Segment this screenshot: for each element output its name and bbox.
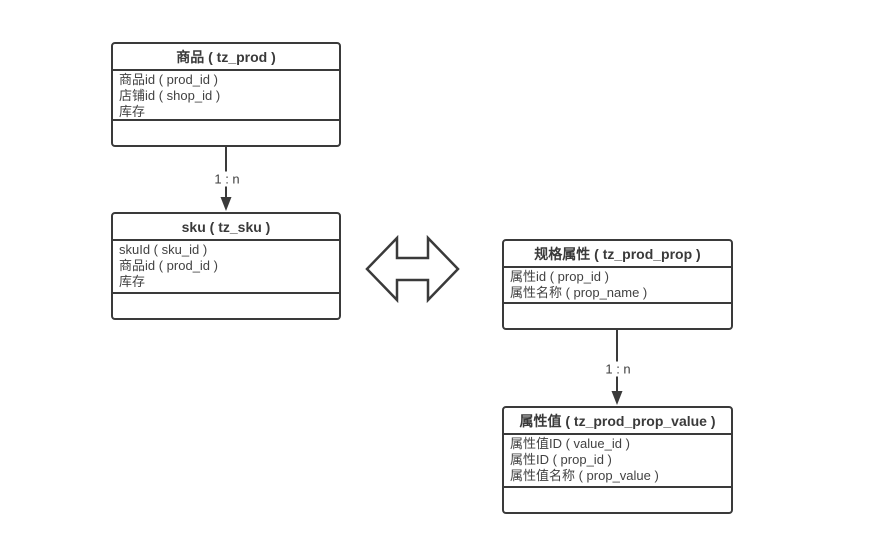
field-row: 属性名称 ( prop_name ) bbox=[510, 285, 648, 300]
entity-table-sku: sku ( tz_sku ) skuId ( sku_id ) 商品id ( p… bbox=[111, 212, 341, 320]
entity-table-prod-fields: 商品id ( prod_id ) 店铺id ( shop_id ) 库存 bbox=[113, 71, 339, 121]
field-row: 商品id ( prod_id ) bbox=[119, 258, 218, 273]
field-row: 属性id ( prop_id ) bbox=[510, 269, 609, 284]
field-row: skuId ( sku_id ) bbox=[119, 242, 208, 257]
connector-prod-to-sku-arrowhead-icon bbox=[220, 197, 232, 211]
field-row: 库存 bbox=[119, 104, 146, 119]
entity-table-prod-prop-value-title: 属性值 ( tz_prod_prop_value ) bbox=[504, 408, 731, 435]
entity-table-sku-empty-section bbox=[113, 294, 339, 318]
entity-table-prod-prop-value-empty-section bbox=[504, 488, 731, 512]
connector-prop-to-value-arrowhead-icon bbox=[611, 391, 623, 405]
entity-table-sku-title: sku ( tz_sku ) bbox=[113, 214, 339, 241]
double-horizontal-arrow-icon bbox=[365, 234, 460, 304]
connector-cardinality-label: 1 : n bbox=[211, 171, 243, 187]
entity-table-prod-prop: 规格属性 ( tz_prod_prop ) 属性id ( prop_id ) 属… bbox=[502, 239, 733, 330]
entity-table-prod-prop-empty-section bbox=[504, 304, 731, 328]
entity-table-prod-prop-fields: 属性id ( prop_id ) 属性名称 ( prop_name ) bbox=[504, 268, 731, 304]
field-row: 商品id ( prod_id ) bbox=[119, 72, 218, 87]
field-row: 属性ID ( prop_id ) bbox=[510, 452, 612, 467]
entity-table-prod-title: 商品 ( tz_prod ) bbox=[113, 44, 339, 71]
entity-table-prod-prop-value: 属性值 ( tz_prod_prop_value ) 属性值ID ( value… bbox=[502, 406, 733, 514]
connector-cardinality-label: 1 : n bbox=[602, 361, 634, 377]
field-row: 属性值名称 ( prop_value ) bbox=[510, 468, 659, 483]
entity-table-prod-prop-title: 规格属性 ( tz_prod_prop ) bbox=[504, 241, 731, 268]
entity-table-sku-fields: skuId ( sku_id ) 商品id ( prod_id ) 库存 bbox=[113, 241, 339, 294]
entity-table-prod: 商品 ( tz_prod ) 商品id ( prod_id ) 店铺id ( s… bbox=[111, 42, 341, 147]
field-row: 库存 bbox=[119, 274, 146, 289]
entity-table-prod-prop-value-fields: 属性值ID ( value_id ) 属性ID ( prop_id ) 属性值名… bbox=[504, 435, 731, 488]
field-row: 属性值ID ( value_id ) bbox=[510, 436, 630, 451]
entity-table-prod-empty-section bbox=[113, 121, 339, 145]
field-row: 店铺id ( shop_id ) bbox=[119, 88, 221, 103]
